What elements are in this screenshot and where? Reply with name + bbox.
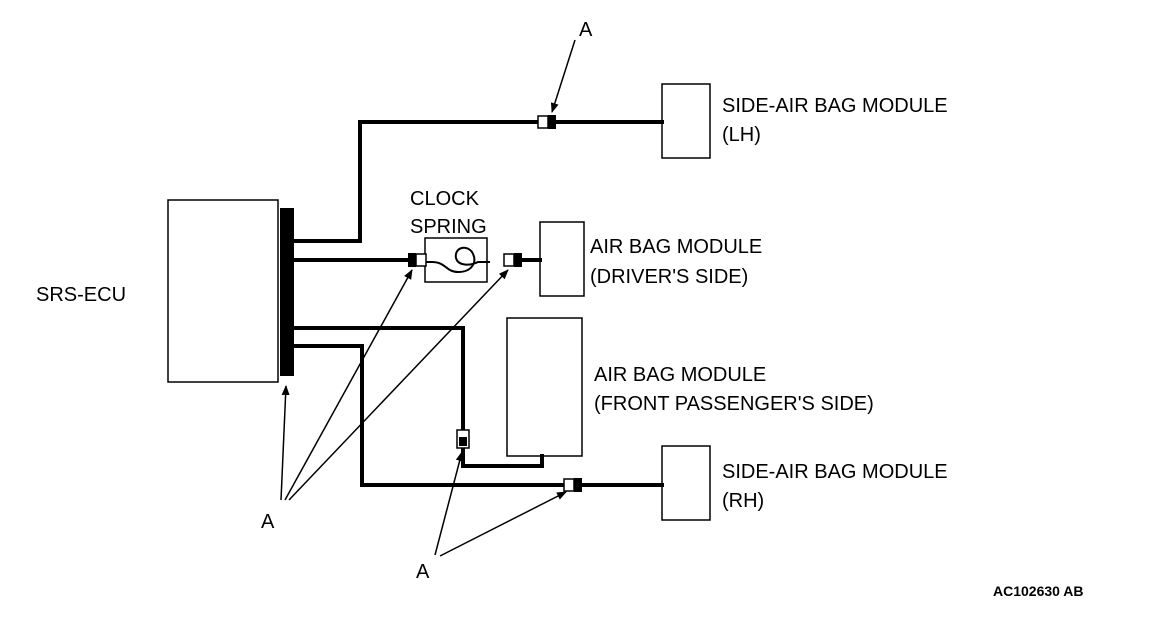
connector-a-label-bottom: A: [416, 561, 430, 583]
connector-a-rh: [563, 478, 582, 492]
side-air-bag-module-rh-box: [661, 445, 711, 521]
wire-ecu-to-rh-connector: [292, 344, 566, 487]
clock-spring-coil: [418, 246, 490, 274]
leader-arrow-ecu: [280, 385, 290, 501]
leader-arrow-lh: [550, 39, 576, 113]
air-bag-module-passenger-box: [506, 317, 583, 457]
clock-spring-label-line2: SPRING: [410, 216, 487, 238]
srs-ecu-label: SRS-ECU: [36, 284, 126, 306]
passenger-label-line2: (FRONT PASSENGER'S SIDE): [594, 393, 874, 415]
connector-a-passenger: [456, 429, 470, 449]
clock-spring-label-line1: CLOCK: [410, 188, 480, 210]
side-rh-label-line2: (RH): [722, 490, 764, 512]
connector-a-label-left: A: [261, 511, 275, 533]
srs-ecu-box: [167, 199, 279, 383]
wire-ecu-to-lh-connector: [292, 120, 540, 243]
driver-label-line1: AIR BAG MODULE: [590, 236, 762, 258]
leader-arrow-passenger: [434, 451, 464, 556]
side-rh-label-line1: SIDE-AIR BAG MODULE: [722, 461, 948, 483]
figure-code: AC102630 AB: [993, 583, 1084, 599]
connector-a-label-top: A: [579, 19, 593, 41]
connector-a-clock-spring-out: [503, 253, 522, 267]
srs-ecu-connector-bar: [280, 208, 294, 376]
side-air-bag-module-lh-box: [661, 83, 711, 159]
leader-arrow-rh: [439, 491, 567, 557]
connector-a-lh: [537, 115, 556, 129]
leader-arrow-clock-out: [288, 269, 509, 501]
air-bag-module-driver-box: [539, 221, 585, 297]
passenger-label-line1: AIR BAG MODULE: [594, 364, 766, 386]
wire-ecu-to-passenger-connector: [292, 326, 465, 432]
leader-arrow-clock-in: [284, 269, 413, 501]
connector-a-clock-spring-in: [408, 253, 427, 267]
side-lh-label-line1: SIDE-AIR BAG MODULE: [722, 95, 948, 117]
driver-label-line2: (DRIVER'S SIDE): [590, 266, 748, 288]
side-lh-label-line2: (LH): [722, 124, 761, 146]
